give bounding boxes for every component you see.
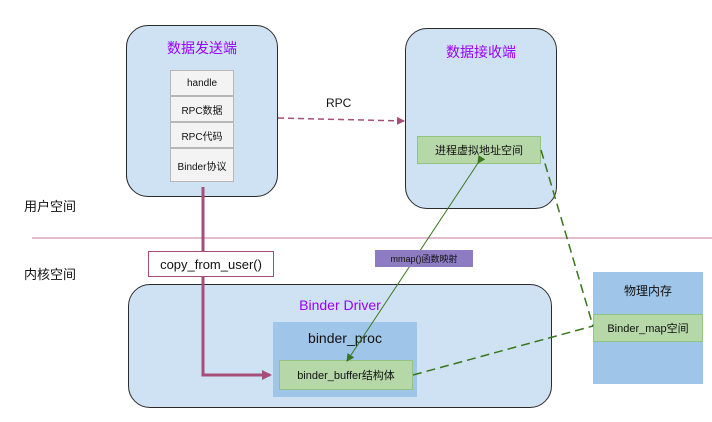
user-space-label: 用户空间 — [24, 199, 77, 214]
mmap-label-badge: mmap()函数映射 — [375, 250, 473, 267]
copy-from-user-arrow — [201, 187, 272, 380]
stack-cell-rpc-code: RPC代码 — [170, 122, 234, 148]
binder-map-space: Binder_map空间 — [593, 314, 703, 342]
rpc-arrow — [277, 116, 405, 125]
buffer-to-physical-dashed — [412, 325, 594, 376]
stack-cell-rpc-data: RPC数据 — [170, 96, 234, 122]
physical-memory-title: 物理内存 — [623, 284, 672, 298]
receiver-title: 数据接收端 — [446, 44, 516, 60]
sender-title: 数据发送端 — [167, 40, 237, 56]
kernel-space-label: 内核空间 — [24, 267, 77, 282]
binder-buffer-struct: binder_buffer结构体 — [279, 360, 413, 390]
rpc-label: RPC — [326, 96, 352, 110]
stack-cell-handle: handle — [170, 70, 234, 96]
copy-from-user-label: copy_from_user() — [148, 251, 274, 277]
stack-cell-binder-protocol: Binder协议 — [170, 148, 234, 182]
receiver-to-physical-dashed — [540, 149, 594, 327]
